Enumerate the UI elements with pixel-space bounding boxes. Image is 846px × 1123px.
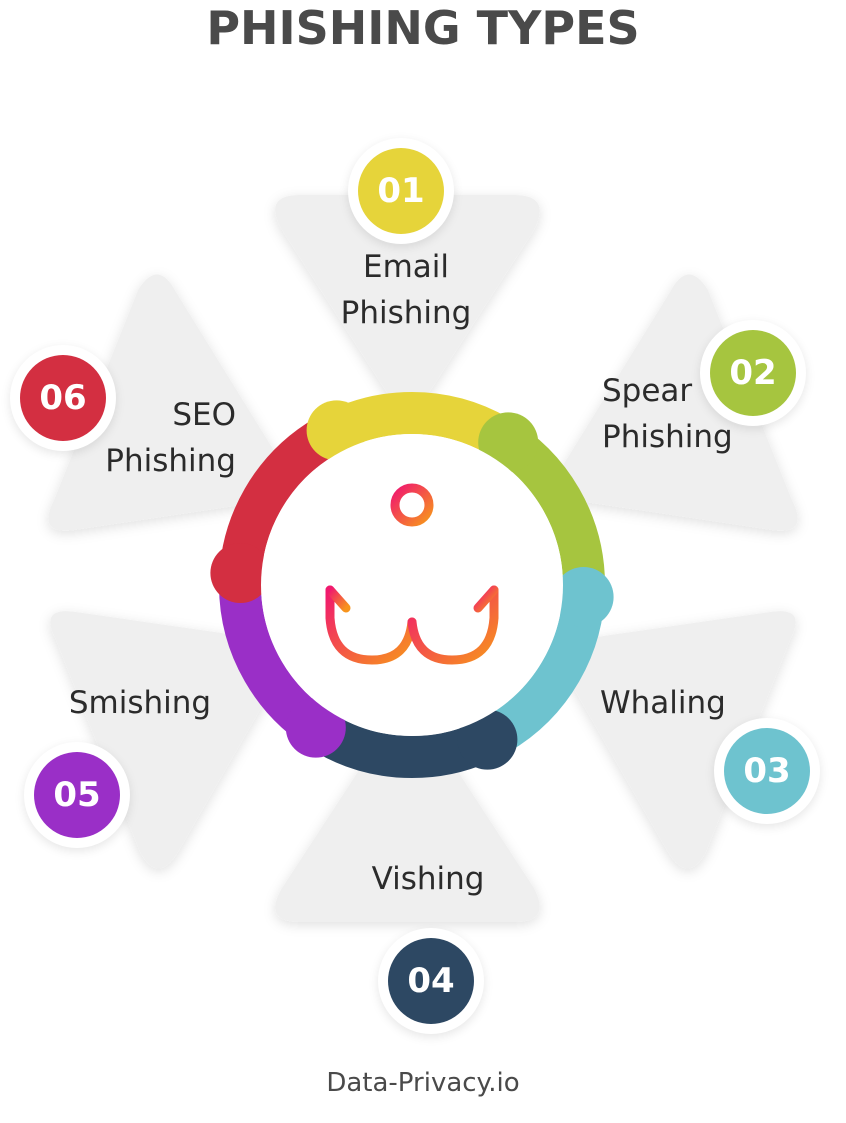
label-spear-line2: Phishing xyxy=(602,419,733,455)
label-email: Email Phishing xyxy=(300,244,512,336)
petal-vishing xyxy=(275,705,540,922)
label-smishing: Smishing xyxy=(40,680,240,726)
petal-email xyxy=(275,195,540,415)
ring-knob-vishing xyxy=(457,709,518,770)
ring-knob-whaling xyxy=(553,567,614,627)
ring-knob-seo xyxy=(210,543,271,603)
label-vishing: Vishing xyxy=(300,856,556,902)
fish-hook-icon xyxy=(325,483,499,665)
label-whaling-line1: Whaling xyxy=(600,685,726,721)
petal-whaling xyxy=(559,611,796,869)
label-email-line1: Email xyxy=(362,249,449,285)
label-whaling: Whaling xyxy=(600,680,780,726)
page-title: PHISHING TYPES xyxy=(206,1,640,55)
ring-knob-email xyxy=(306,400,367,461)
petals xyxy=(48,195,798,922)
footer-source: Data-Privacy.io xyxy=(326,1068,520,1098)
label-spear: Spear Phishing xyxy=(602,368,782,460)
badge-01: 01 xyxy=(358,148,444,234)
label-smishing-line1: Smishing xyxy=(68,685,212,721)
label-email-line2: Phishing xyxy=(340,295,472,331)
label-seo-line1: SEO xyxy=(172,397,236,433)
badge-04: 04 xyxy=(388,938,474,1024)
ring-knob-spear xyxy=(478,412,539,473)
label-seo: SEO Phishing xyxy=(40,392,236,484)
petal-smishing xyxy=(50,611,287,869)
badge-02: 02 xyxy=(710,330,796,416)
label-spear-line1: Spear xyxy=(602,373,693,409)
ring-knobs xyxy=(210,400,614,770)
ring-knob-smishing xyxy=(285,697,346,758)
badge-03: 03 xyxy=(724,728,810,814)
petal-spear xyxy=(556,274,798,531)
petal-seo xyxy=(48,274,290,531)
badge-06: 06 xyxy=(20,355,106,441)
label-vishing-line1: Vishing xyxy=(371,861,485,897)
badge-05: 05 xyxy=(34,752,120,838)
label-seo-line2: Phishing xyxy=(105,443,236,479)
